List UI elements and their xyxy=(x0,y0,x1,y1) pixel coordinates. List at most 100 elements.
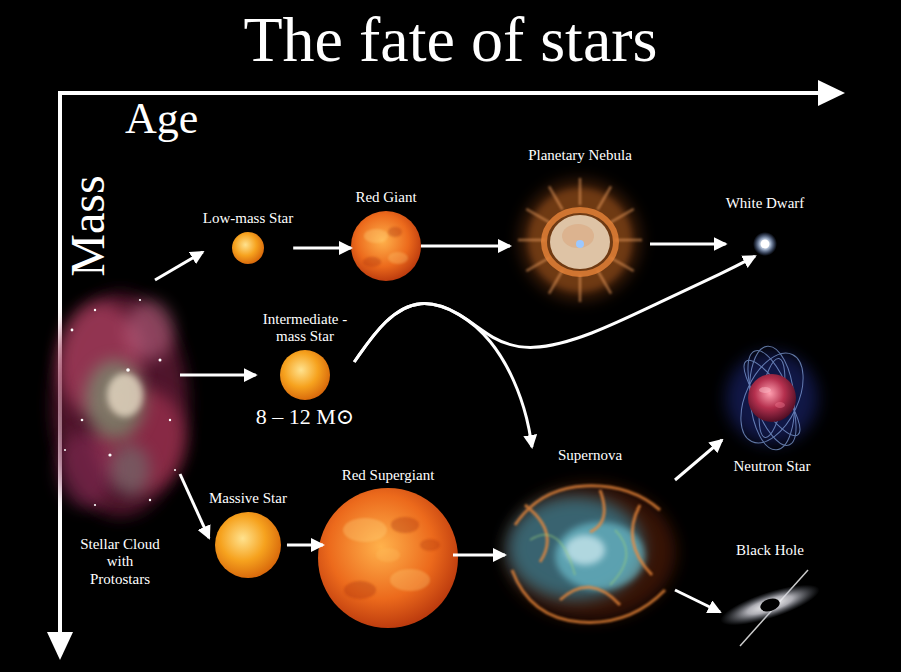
low-mass-star-picture xyxy=(232,232,264,264)
intermediate-star-picture xyxy=(280,350,330,400)
stellar-cloud-picture xyxy=(139,299,141,301)
axis-arrow xyxy=(60,91,822,95)
flow-arrow xyxy=(287,544,323,547)
massive-star: Massive Star xyxy=(209,490,287,578)
stellar-cloud-picture xyxy=(52,293,188,517)
neutron-star-picture xyxy=(726,352,818,444)
stellar-cloud-picture xyxy=(94,309,96,311)
stellar-cloud-picture xyxy=(52,293,188,517)
planetary-nebula-picture xyxy=(550,215,610,269)
neutron-star-picture xyxy=(736,354,809,443)
supernova-picture xyxy=(610,530,626,585)
red-supergiant-picture xyxy=(343,517,440,599)
picture-slot xyxy=(323,488,453,628)
title: The fate of stars xyxy=(0,8,901,72)
stellar-cloud-picture xyxy=(174,469,176,471)
title-box: The fate of stars xyxy=(0,8,901,72)
node-label: Massive Star xyxy=(209,490,287,507)
white-dwarf: White Dwarf xyxy=(726,195,805,256)
node-label: Black Hole xyxy=(736,542,804,559)
node-label: 8 – 12 M⊙ xyxy=(256,404,355,429)
supernova-picture xyxy=(530,530,626,585)
flow-arrow xyxy=(180,474,209,538)
flow-arrow xyxy=(354,304,532,447)
neutron-star-picture xyxy=(746,344,799,451)
black-hole-picture xyxy=(717,570,824,646)
white-dwarf-picture xyxy=(753,232,777,256)
neutron-star-picture xyxy=(748,374,796,422)
red-supergiant-picture xyxy=(318,488,458,628)
neutron-star-picture xyxy=(728,344,816,453)
flow-arrow xyxy=(453,554,505,557)
stellar-cloud-picture xyxy=(159,359,162,362)
supernova-picture xyxy=(504,484,676,622)
flow-arrow xyxy=(675,440,722,480)
axis-arrow xyxy=(818,80,845,106)
node-label: Supernova xyxy=(558,447,622,464)
red-supergiant-picture xyxy=(420,539,440,551)
intermediate-mass-star: Intermediate -mass Star 8 – 12 M⊙ xyxy=(256,311,355,429)
flow-arrow xyxy=(180,374,256,377)
node-label: Intermediate -mass Star xyxy=(260,311,350,346)
black-hole-picture xyxy=(717,577,824,634)
picture-slot xyxy=(722,348,822,448)
red-giant: Red Giant xyxy=(351,189,421,281)
neutron-star-picture xyxy=(759,387,771,393)
neutron-star-picture xyxy=(775,402,785,408)
axis-arrow xyxy=(47,632,73,660)
picture-slot xyxy=(510,170,650,310)
picture-slot xyxy=(231,231,265,265)
stellar-cloud-picture xyxy=(107,373,143,417)
white-dwarf-picture xyxy=(753,232,777,256)
connector-group xyxy=(155,244,755,612)
flow-arrow xyxy=(293,247,351,250)
node-label: Red Supergiant xyxy=(342,467,435,484)
black-hole: Black Hole xyxy=(720,542,820,645)
low-mass-star: Low-mass Star xyxy=(203,210,293,265)
red-giant-picture xyxy=(388,227,402,237)
planetary-nebula-picture xyxy=(518,178,642,302)
node-label: Low-mass Star xyxy=(203,210,293,227)
red-supergiant-picture xyxy=(318,488,458,628)
red-giant-picture xyxy=(363,257,381,267)
neutron-star-picture xyxy=(728,344,816,453)
supernova-picture xyxy=(530,535,575,575)
red-supergiant-picture xyxy=(390,569,430,591)
supernova-picture xyxy=(512,486,665,623)
red-supergiant-picture xyxy=(376,548,400,562)
node-label: Red Giant xyxy=(355,189,416,206)
red-giant-picture xyxy=(363,227,408,267)
planetary-nebula-picture xyxy=(518,178,642,302)
planetary-nebula-picture xyxy=(544,210,616,274)
stellar-cloud-picture xyxy=(169,419,171,421)
axis-label: Age xyxy=(125,97,198,141)
white-dwarf-picture xyxy=(761,240,770,249)
stellar-cloud-picture xyxy=(81,419,84,422)
stellar-cloud-picture xyxy=(149,499,151,501)
node-label: Neutron Star xyxy=(733,458,810,475)
supernova-picture xyxy=(512,570,665,622)
red-giant-picture xyxy=(351,211,421,281)
supernova: Supernova xyxy=(505,447,675,630)
red-supergiant: Red Supergiant xyxy=(323,467,453,628)
flow-arrow xyxy=(421,245,510,248)
red-supergiant-picture xyxy=(344,581,376,599)
label-box: Age xyxy=(125,97,198,141)
picture-slot xyxy=(280,350,330,400)
supernova-picture xyxy=(525,505,547,562)
axis-arrow xyxy=(47,80,845,660)
node-label: Stellar Cloud with Protostars xyxy=(77,536,163,588)
flow-arrow xyxy=(650,243,726,246)
supernova-picture xyxy=(590,490,604,532)
massive-star-picture xyxy=(215,512,281,578)
flow-arrow xyxy=(354,256,755,362)
picture-slot xyxy=(753,232,777,256)
picture-slot xyxy=(351,211,421,281)
stellar-cloud-picture xyxy=(64,449,66,451)
low-mass-star-picture xyxy=(232,232,264,264)
red-supergiant-picture xyxy=(343,518,387,542)
black-hole-picture xyxy=(759,596,782,614)
supernova-picture xyxy=(632,505,652,575)
stellar-cloud-picture xyxy=(57,432,113,508)
